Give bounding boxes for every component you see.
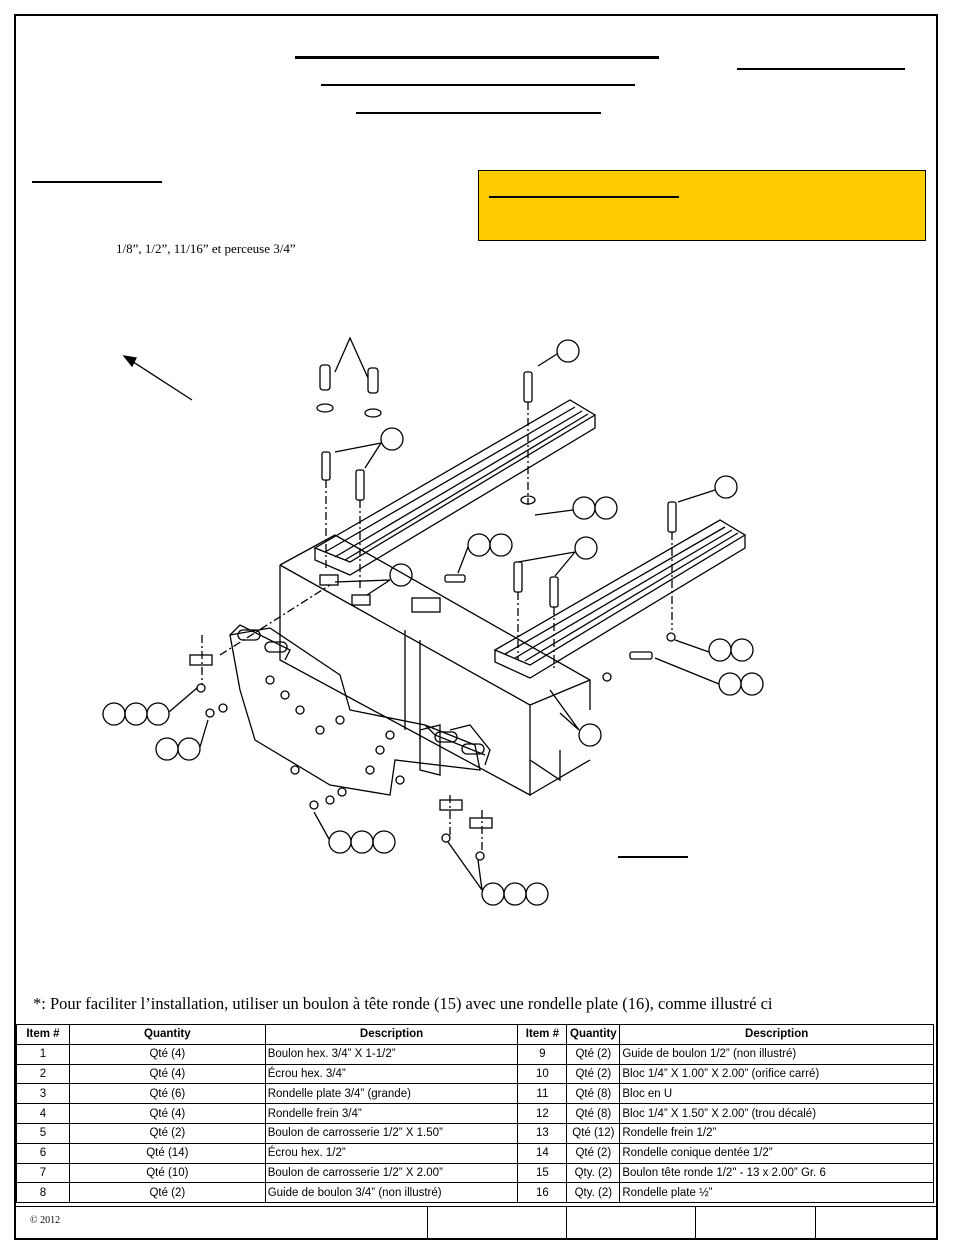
table-cell-r-item: 10 <box>517 1063 568 1085</box>
table-cell-l-desc: Écrou hex. 1/2” <box>264 1142 519 1164</box>
front-arrow <box>123 355 193 401</box>
header-description-right: Description <box>619 1024 934 1045</box>
table-cell-l-qty: Qté (2) <box>68 1182 266 1204</box>
table-cell-l-desc: Boulon de carrosserie 1/2” X 2.00” <box>264 1162 519 1184</box>
warning-heading-line <box>489 196 679 198</box>
tools-heading-line <box>32 181 162 183</box>
table-cell-l-item: 8 <box>16 1182 70 1204</box>
footer-cell-1 <box>427 1207 428 1239</box>
table-cell-l-item: 1 <box>16 1043 70 1065</box>
title-line-3 <box>356 112 601 114</box>
bolts-top <box>316 336 677 660</box>
table-cell-r-qty: Qté (8) <box>566 1103 621 1124</box>
table-cell-l-qty: Qté (4) <box>68 1063 266 1085</box>
part-number-line <box>737 68 905 70</box>
table-cell-l-qty: Qté (14) <box>68 1142 266 1164</box>
footer-bar: © 2012 <box>16 1206 936 1239</box>
table-cell-l-item: 4 <box>16 1103 70 1124</box>
table-cell-l-item: 6 <box>16 1142 70 1164</box>
table-cell-l-qty: Qté (4) <box>68 1103 266 1124</box>
exploded-diagram <box>102 336 764 906</box>
footer-cell-4 <box>815 1207 816 1239</box>
table-cell-r-item: 15 <box>517 1162 568 1184</box>
table-cell-l-qty: Qté (6) <box>68 1083 266 1105</box>
table-cell-r-qty: Qté (2) <box>566 1043 621 1065</box>
footer-cell-2 <box>566 1207 567 1239</box>
table-header-row: Item # Quantity Description Item # Quant… <box>16 1024 934 1045</box>
table-cell-r-desc: Rondelle conique dentée 1/2” <box>619 1142 934 1164</box>
mounting-bracket <box>229 627 481 796</box>
table-cell-r-desc: Boulon tête ronde 1/2" - 13 x 2.00” Gr. … <box>619 1162 934 1184</box>
table-cell-r-item: 13 <box>517 1122 568 1144</box>
table-cell-r-desc: Bloc 1/4” X 1.00” X 2.00” (orifice carré… <box>619 1063 934 1085</box>
frame-channel <box>279 534 591 797</box>
header-quantity-left: Quantity <box>68 1024 266 1045</box>
copyright-text: © 2012 <box>30 1215 61 1226</box>
header-quantity-right: Quantity <box>566 1024 621 1045</box>
table-cell-r-qty: Qté (12) <box>566 1122 621 1144</box>
table-cell-l-item: 2 <box>16 1063 70 1085</box>
table-cell-r-item: 12 <box>517 1103 568 1124</box>
table-cell-r-qty: Qté (8) <box>566 1083 621 1105</box>
table-cell-l-qty: Qté (2) <box>68 1122 266 1144</box>
table-cell-l-qty: Qté (10) <box>68 1162 266 1184</box>
table-cell-r-desc: Bloc en U <box>619 1083 934 1105</box>
table-cell-l-desc: Boulon de carrosserie 1/2” X 1.50” <box>264 1122 519 1144</box>
table-cell-r-qty: Qty. (2) <box>566 1162 621 1184</box>
header-item-left: Item # <box>16 1024 70 1045</box>
table-cell-r-qty: Qty. (2) <box>566 1182 621 1204</box>
warning-box <box>478 170 926 241</box>
title-line-2 <box>321 84 635 86</box>
table-cell-r-item: 16 <box>517 1182 568 1204</box>
tools-note: 1/8”, 1/2”, 11/16” et perceuse 3/4” <box>116 241 296 256</box>
rail-left <box>313 399 597 576</box>
table-cell-l-item: 5 <box>16 1122 70 1144</box>
table-cell-r-qty: Qté (2) <box>566 1142 621 1164</box>
table-cell-l-desc: Boulon hex. 3/4” X 1-1/2” <box>264 1043 519 1065</box>
table-cell-l-item: 3 <box>16 1083 70 1105</box>
footer-cell-3 <box>695 1207 696 1239</box>
table-cell-r-desc: Bloc 1/4” X 1.50” X 2.00” (trou décalé) <box>619 1103 934 1124</box>
table-cell-r-qty: Qté (2) <box>566 1063 621 1085</box>
table-cell-l-desc: Écrou hex. 3/4” <box>264 1063 519 1085</box>
table-cell-r-desc: Rondelle frein 1/2” <box>619 1122 934 1144</box>
title-line-1 <box>295 56 659 59</box>
table-cell-r-desc: Guide de boulon 1/2” (non illustré) <box>619 1043 934 1065</box>
table-cell-l-qty: Qté (4) <box>68 1043 266 1065</box>
installation-footnote: *: Pour faciliter l’installation, utilis… <box>33 994 773 1013</box>
table-cell-l-desc: Rondelle plate 3/4” (grande) <box>264 1083 519 1105</box>
table-cell-l-desc: Rondelle frein 3/4” <box>264 1103 519 1124</box>
table-cell-l-item: 7 <box>16 1162 70 1184</box>
table-cell-r-item: 9 <box>517 1043 568 1065</box>
table-cell-r-item: 11 <box>517 1083 568 1105</box>
table-cell-l-desc: Guide de boulon 3/4” (non illustré) <box>264 1182 519 1204</box>
page-frame <box>14 14 938 1240</box>
header-description-left: Description <box>264 1024 519 1045</box>
callouts <box>102 339 764 906</box>
table-cell-r-desc: Rondelle plate ½” <box>619 1182 934 1204</box>
rail-right <box>493 519 747 679</box>
table-cell-r-item: 14 <box>517 1142 568 1164</box>
parts-table: Item # Quantity Description Item # Quant… <box>16 1024 934 1204</box>
header-item-right: Item # <box>517 1024 568 1045</box>
